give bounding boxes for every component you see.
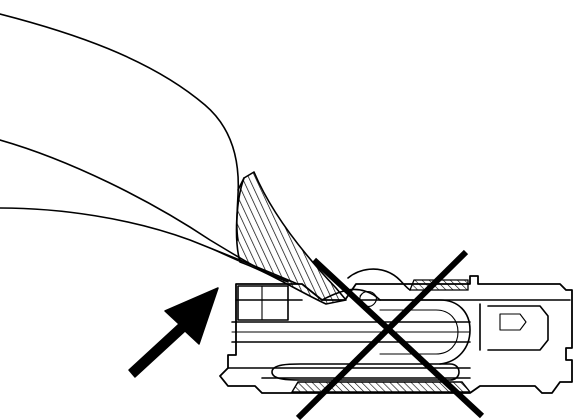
cross-stroke-2 [295, 249, 469, 420]
bottom-retainer-hatched [290, 381, 472, 393]
inner-channel [231, 321, 471, 343]
latch-inner [379, 309, 459, 355]
lower-slot [271, 363, 460, 381]
release-tool-edge [237, 177, 245, 191]
right-cavity [479, 303, 549, 351]
hand-upper-contour [0, 13, 240, 241]
top-retainer-hatched [409, 279, 469, 291]
front-block [237, 285, 289, 321]
release-tool-hatched [235, 171, 347, 305]
right-tab [499, 313, 527, 331]
arrow-icon [128, 287, 219, 378]
latch-body [379, 299, 471, 365]
release-tool [235, 171, 347, 305]
push-arrow [128, 287, 219, 378]
connector-housing [219, 268, 573, 394]
cross-stroke-1 [311, 257, 485, 419]
prohibition-cross-icon [295, 249, 485, 420]
